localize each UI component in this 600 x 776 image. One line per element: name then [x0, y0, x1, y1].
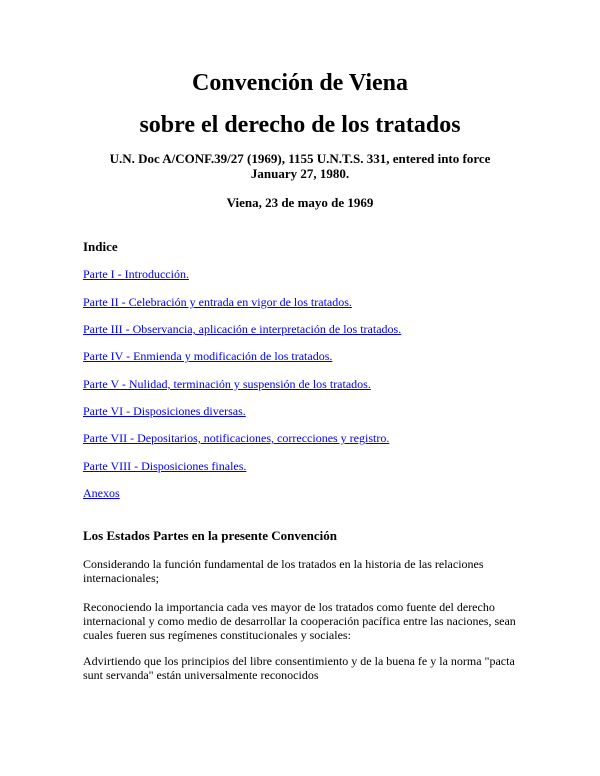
index-link-parte-1[interactable]: Parte I - Introducción. — [83, 267, 189, 281]
citation: U.N. Doc A/CONF.39/27 (1969), 1155 U.N.T… — [0, 151, 600, 181]
title-line-2: sobre el derecho de los tratados — [139, 112, 461, 138]
place-date: Viena, 23 de mayo de 1969 — [226, 195, 374, 210]
title-line-1: Convención de Viena — [191, 70, 409, 96]
preamble-heading: Los Estados Partes en la presente Conven… — [83, 528, 337, 543]
paragraph-advirtiendo: Advirtiendo que los principios del libre… — [83, 654, 515, 682]
index-link-parte-2[interactable]: Parte II - Celebración y entrada en vigo… — [83, 295, 352, 309]
citation-line-1: U.N. Doc A/CONF.39/27 (1969), 1155 U.N.T… — [109, 151, 491, 166]
index-link-parte-7[interactable]: Parte VII - Depositarios, notificaciones… — [83, 431, 390, 445]
index-link-parte-4[interactable]: Parte IV - Enmienda y modificación de lo… — [83, 349, 333, 363]
index-link-parte-3[interactable]: Parte III - Observancia, aplicación e in… — [83, 322, 402, 336]
index-link-anexos[interactable]: Anexos — [83, 486, 120, 500]
index-heading: Indice — [83, 239, 118, 254]
index-link-parte-8[interactable]: Parte VIII - Disposiciones finales. — [83, 459, 247, 473]
index-link-parte-5[interactable]: Parte V - Nulidad, terminación y suspens… — [83, 377, 371, 391]
paragraph-reconociendo: Reconociendo la importancia cada ves may… — [83, 600, 516, 642]
paragraph-considerando: Considerando la función fundamental de l… — [83, 557, 484, 585]
citation-line-2: January 27, 1980. — [250, 166, 350, 181]
index-link-parte-6[interactable]: Parte VI - Disposiciones diversas. — [83, 404, 246, 418]
